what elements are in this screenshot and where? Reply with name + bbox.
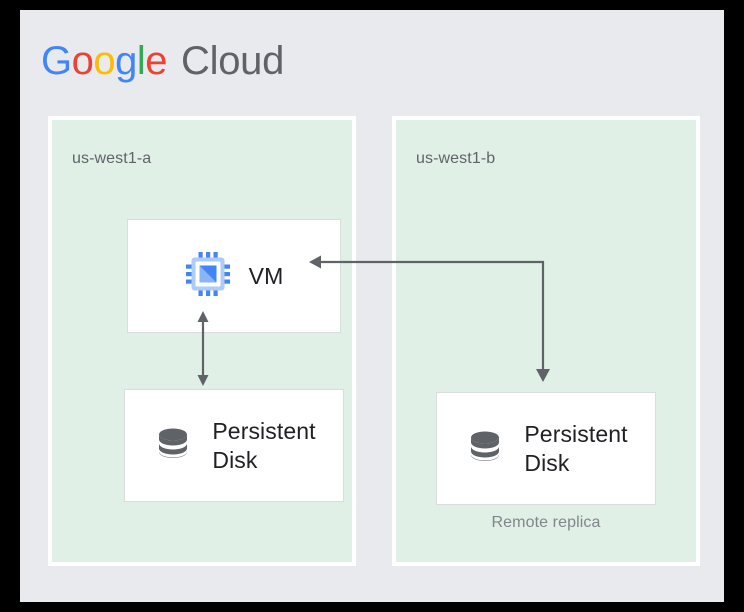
caption-remote-replica: Remote replica <box>491 514 601 531</box>
logo-letter-g2: g <box>115 39 137 83</box>
logo-letter-g1: G <box>41 39 72 83</box>
resource-card-vm[interactable]: VM <box>127 219 341 333</box>
logo-letter-o1: o <box>71 39 94 83</box>
zone-us-west1-b-body: us-west1-b <box>396 120 696 562</box>
resource-card-vm-content: VM <box>185 251 284 302</box>
resource-label-persistent-disk-replica: Persistent Disk <box>524 421 628 476</box>
persistent-disk-icon <box>464 425 506 472</box>
zone-us-west1-b: us-west1-b <box>392 116 700 566</box>
diagram-canvas: Google Cloud us-west1-a <box>20 10 724 602</box>
logo-letter-o2: o <box>93 39 116 83</box>
resource-label-vm: VM <box>248 262 284 289</box>
google-cloud-logo: Google Cloud <box>41 40 284 82</box>
logo-letter-e: e <box>145 39 168 83</box>
zone-label-us-west1-b: us-west1-b <box>416 150 496 167</box>
cloud-wordmark: Cloud <box>181 39 285 83</box>
zone-us-west1-a: us-west1-a <box>48 116 356 566</box>
logo-letter-l: l <box>136 39 146 83</box>
resource-card-persistent-disk-replica[interactable]: Persistent Disk <box>436 392 656 505</box>
zone-label-us-west1-a: us-west1-a <box>72 150 152 167</box>
resource-card-persistent-disk-replica-content: Persistent Disk <box>464 420 628 476</box>
cpu-chip-icon <box>185 251 231 302</box>
persistent-disk-icon <box>152 422 194 469</box>
zone-us-west1-a-body: us-west1-a <box>52 120 352 562</box>
resource-card-persistent-disk-primary-content: Persistent Disk <box>152 417 316 473</box>
resource-label-persistent-disk-primary: Persistent Disk <box>212 418 316 473</box>
resource-card-persistent-disk-primary[interactable]: Persistent Disk <box>124 389 344 502</box>
google-wordmark: Google <box>41 39 168 83</box>
